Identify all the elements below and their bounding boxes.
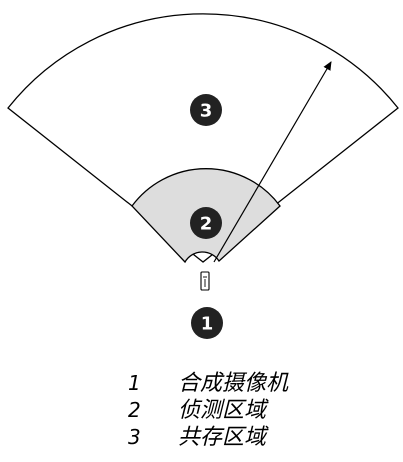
legend-item: 2 侦测区域 [128, 397, 288, 424]
callout-badge-3: 3 [190, 94, 222, 126]
radar-camera-icon [200, 271, 210, 291]
legend-label: 共存区域 [178, 425, 267, 450]
callout-badge-2: 2 [190, 207, 222, 239]
legend-number: 1 [128, 371, 141, 395]
legend: 1 合成摄像机 2 侦测区域 3 共存区域 [128, 370, 288, 451]
coexistence-zone [7, 13, 399, 263]
direction-arrow [213, 61, 332, 263]
svg-text:3: 3 [200, 101, 213, 122]
legend-item: 1 合成摄像机 [128, 370, 288, 397]
legend-number: 3 [128, 425, 141, 449]
svg-text:2: 2 [200, 214, 213, 235]
legend-number: 2 [128, 398, 141, 422]
svg-text:1: 1 [201, 314, 214, 335]
callout-badge-1: 1 [191, 307, 223, 339]
legend-item: 3 共存区域 [128, 424, 288, 451]
legend-label: 侦测区域 [178, 398, 267, 423]
legend-label: 合成摄像机 [178, 371, 289, 396]
